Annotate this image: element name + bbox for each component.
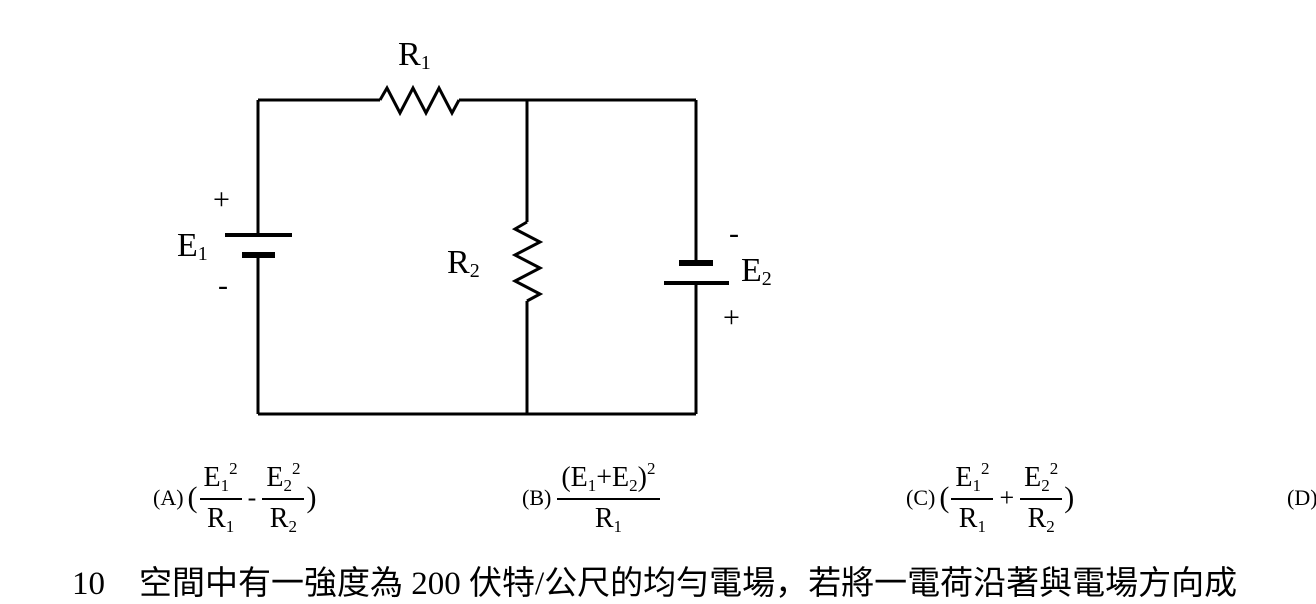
a-d2: R <box>269 502 289 534</box>
c-n2-sub: 2 <box>1041 475 1050 495</box>
option-a-num-1: E12 <box>199 458 242 500</box>
option-c-close-paren: ) <box>1064 481 1075 514</box>
label-e2: E2 <box>741 252 772 290</box>
option-a-open-paren: ( <box>187 481 198 514</box>
option-c-den-1: R1 <box>959 500 986 537</box>
b-plus: +E <box>596 461 630 493</box>
option-c-operator: + <box>999 483 1015 512</box>
option-a-num-2: E22 <box>262 458 305 500</box>
c-d1-sub: 1 <box>977 516 986 536</box>
label-e1-sub: 1 <box>197 243 208 265</box>
c-n1-sub: 1 <box>972 475 981 495</box>
b-n1-sub: 1 <box>587 475 597 495</box>
question-text: 空間中有一強度為 200 伏特/公尺的均勻電場，若將一電荷沿著與電場方向成 <box>139 566 1238 602</box>
question-line: 10 空間中有一強度為 200 伏特/公尺的均勻電場，若將一電荷沿著與電場方向成 <box>72 556 1237 604</box>
a-n2-sub: 2 <box>283 475 292 495</box>
c-n1-sup: 2 <box>980 458 990 478</box>
label-r1-text: R <box>398 36 421 73</box>
a-n1: E <box>203 461 221 493</box>
option-b: (B) (E1+E2)2 R1 <box>522 450 662 546</box>
option-c-num-2: E22 <box>1020 458 1063 500</box>
label-r2: R2 <box>447 244 480 282</box>
e1-minus-sign: - <box>218 269 228 302</box>
e2-minus-sign: - <box>729 217 739 250</box>
c-d2: R <box>1027 502 1047 534</box>
option-b-tag: (B) <box>522 485 552 510</box>
option-b-fraction: (E1+E2)2 R1 <box>557 458 660 537</box>
resistor-r1 <box>378 84 461 117</box>
e2-plus-sign: + <box>723 301 740 334</box>
c-d1: R <box>958 502 978 534</box>
a-n1-sup: 2 <box>229 458 238 478</box>
option-a-operator: - <box>247 483 257 512</box>
c-n2-sup: 2 <box>1049 458 1059 478</box>
label-r2-sub: 2 <box>469 260 480 282</box>
label-r2-text: R <box>447 244 470 281</box>
option-a-fraction-1: E12 R1 <box>199 458 242 537</box>
option-a-den-2: R2 <box>270 500 297 537</box>
label-e1-text: E <box>177 227 198 264</box>
b-num-sup: 2 <box>647 458 656 478</box>
option-a-fraction-2: E22 R2 <box>262 458 305 537</box>
label-r1: R1 <box>398 36 431 74</box>
option-c-num-1: E12 <box>951 458 994 500</box>
option-d: (D) <box>1287 450 1316 546</box>
c-n1: E <box>955 461 973 493</box>
b-n2-sub: 2 <box>629 475 638 495</box>
a-n2-sup: 2 <box>291 458 301 478</box>
option-a-den-1: R1 <box>207 500 234 537</box>
a-d1-sub: 1 <box>225 516 235 536</box>
question-number: 10 <box>72 566 105 602</box>
label-e1: E1 <box>177 227 208 265</box>
option-c-open-paren: ( <box>939 481 950 514</box>
b-num-open: (E <box>561 461 588 493</box>
option-c-fraction-1: E12 R1 <box>951 458 994 537</box>
option-a-tag: (A) <box>153 485 184 510</box>
a-n1-sub: 1 <box>220 475 230 495</box>
label-r1-sub: 1 <box>420 52 431 74</box>
option-a-close-paren: ) <box>306 481 317 514</box>
c-n2: E <box>1024 461 1042 493</box>
e1-plus-sign: + <box>213 183 230 216</box>
option-a: (A) ( E12 R1 - E22 R2 ) <box>153 450 316 546</box>
resistor-r2 <box>511 220 544 303</box>
option-c-tag: (C) <box>906 485 936 510</box>
label-e2-sub: 2 <box>761 268 772 290</box>
option-c-den-2: R2 <box>1028 500 1055 537</box>
a-d2-sub: 2 <box>288 516 297 536</box>
c-d2-sub: 2 <box>1046 516 1055 536</box>
a-n2: E <box>266 461 284 493</box>
b-den-sub: 1 <box>613 516 623 536</box>
option-c-fraction-2: E22 R2 <box>1020 458 1063 537</box>
option-b-num: (E1+E2)2 <box>557 458 660 500</box>
b-den: R <box>594 502 614 534</box>
option-b-den: R1 <box>595 500 622 537</box>
label-e2-text: E <box>741 252 762 289</box>
b-num-close: ) <box>637 461 647 493</box>
a-d1: R <box>207 502 226 534</box>
option-d-tag: (D) <box>1287 485 1316 510</box>
option-c: (C) ( E12 R1 + E22 R2 ) <box>906 450 1074 546</box>
